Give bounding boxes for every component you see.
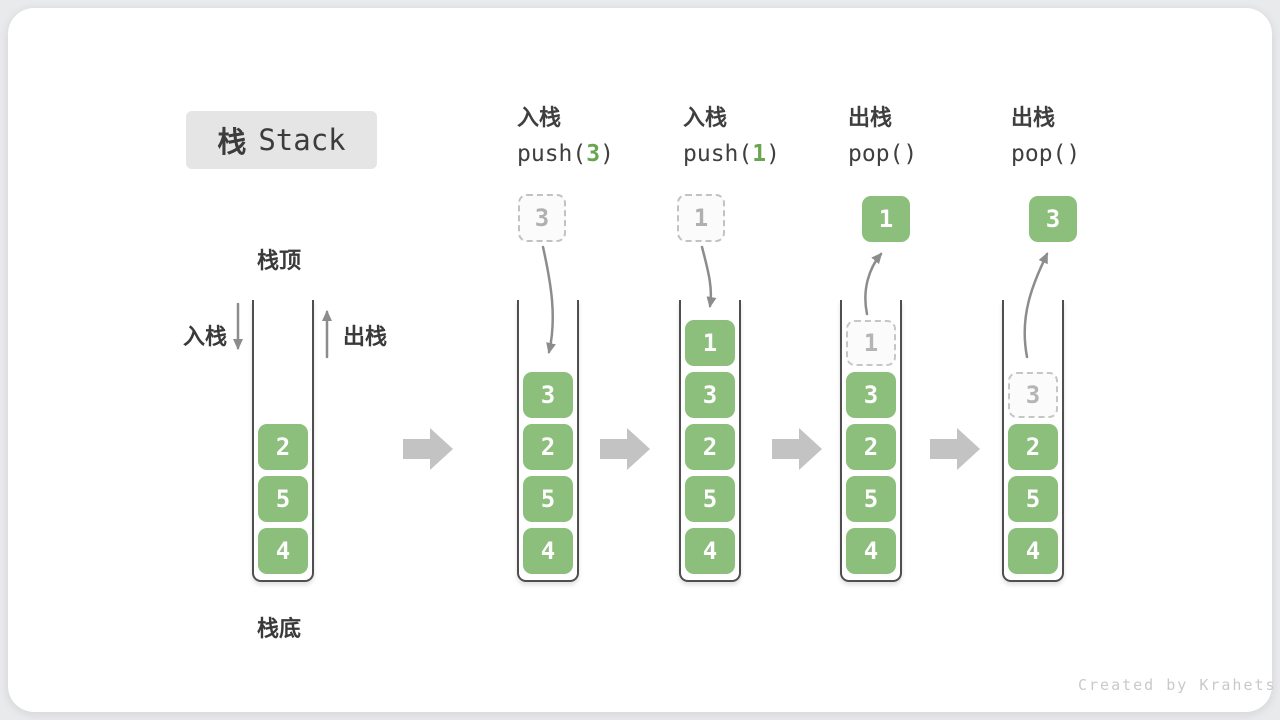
operation-1-action: 入栈	[517, 105, 562, 130]
stack-cell: 3	[523, 372, 573, 418]
push-direction-label: 入栈	[183, 324, 228, 349]
operation-4-label: 出栈 pop()	[1011, 105, 1151, 167]
operation-3-label: 出栈 pop()	[848, 105, 988, 167]
operation-2-action: 入栈	[683, 105, 728, 130]
op-arg: 3	[586, 141, 601, 167]
stack-cell: 4	[685, 528, 735, 574]
stack-cell: 2	[846, 424, 896, 470]
floating-value-box-push-3: 3	[518, 194, 566, 242]
op-arg: 1	[752, 141, 767, 167]
stack-cell: 1	[685, 320, 735, 366]
stack-cell: 5	[1008, 476, 1058, 522]
title-badge: 栈 Stack	[186, 111, 377, 169]
floating-value-box-pop-1: 1	[862, 196, 910, 242]
operation-3-action: 出栈	[848, 105, 893, 130]
stack-cell: 3	[846, 372, 896, 418]
operation-3-code: pop()	[848, 141, 988, 167]
stack-cell: 4	[846, 528, 896, 574]
title-zh: 栈	[217, 127, 247, 159]
stack-cell: 2	[1008, 424, 1058, 470]
operation-1-code: push(3)	[517, 141, 657, 167]
operation-2-code: push(1)	[683, 141, 823, 167]
op-close: )	[600, 141, 614, 167]
stack-container-3: 1 3 2 5 4	[679, 300, 741, 582]
op-fn: pop(	[848, 141, 904, 167]
stack-cell: 2	[523, 424, 573, 470]
floating-value-box-pop-3: 3	[1029, 196, 1077, 242]
stack-container-1: 2 5 4	[252, 300, 314, 582]
stack-cell: 5	[523, 476, 573, 522]
operation-1-label: 入栈 push(3)	[517, 105, 657, 167]
stack-container-2: 3 2 5 4	[517, 300, 579, 582]
operation-4-code: pop()	[1011, 141, 1151, 167]
op-fn: push(	[517, 141, 587, 167]
stack-cell: 5	[846, 476, 896, 522]
stack-cell: 5	[685, 476, 735, 522]
op-fn: pop(	[1011, 141, 1067, 167]
stack-bottom-label: 栈底	[257, 616, 302, 641]
watermark: Created by Krahets	[1078, 676, 1277, 694]
op-close: )	[903, 141, 918, 167]
stack-cell: 3	[685, 372, 735, 418]
operation-2-label: 入栈 push(1)	[683, 105, 823, 167]
stack-cell: 2	[258, 424, 308, 470]
op-close: )	[1066, 141, 1081, 167]
stack-cell: 4	[258, 528, 308, 574]
title-en: Stack	[258, 123, 346, 157]
pop-direction-label: 出栈	[343, 324, 388, 349]
stack-container-4: 1 3 2 5 4	[840, 300, 902, 582]
stack-cell-ghost: 3	[1008, 372, 1058, 418]
stack-container-5: 3 2 5 4	[1002, 300, 1064, 582]
stack-cell-ghost: 1	[846, 320, 896, 366]
stack-cell: 5	[258, 476, 308, 522]
stack-cell: 4	[523, 528, 573, 574]
stack-top-label: 栈顶	[257, 248, 302, 273]
stack-cell: 2	[685, 424, 735, 470]
op-close: )	[766, 141, 780, 167]
floating-value-box-push-1: 1	[677, 194, 725, 242]
stack-cell: 4	[1008, 528, 1058, 574]
operation-4-action: 出栈	[1011, 105, 1056, 130]
op-fn: push(	[683, 141, 753, 167]
